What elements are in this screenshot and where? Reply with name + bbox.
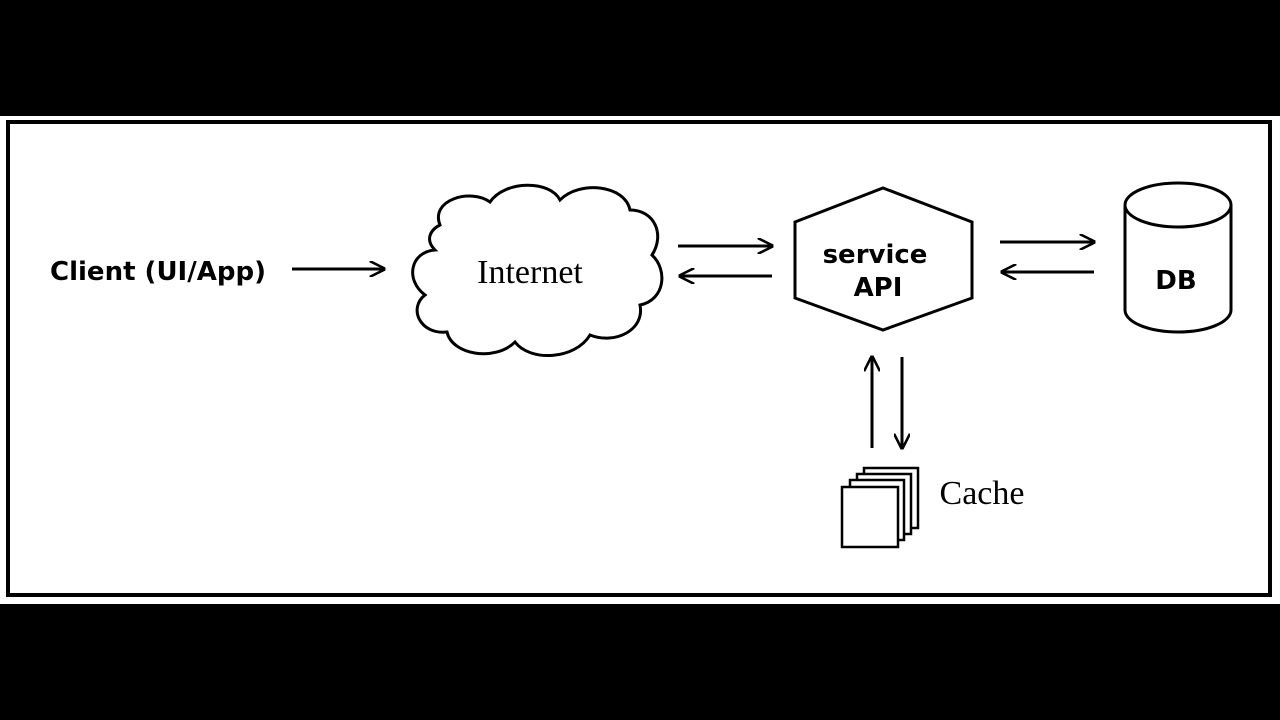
db-label: DB	[1155, 266, 1196, 296]
cache-label: Cache	[940, 475, 1025, 512]
service-api-hexagon	[793, 186, 974, 332]
internet-cloud-icon	[411, 183, 664, 357]
api-label: API	[854, 273, 903, 303]
diagram-border	[6, 120, 1272, 597]
service-label: service	[823, 240, 928, 270]
diagram-panel	[0, 116, 1280, 604]
client-label: Client (UI/App)	[50, 257, 266, 287]
cache-stack-icon	[840, 466, 920, 549]
database-cylinder-icon	[1123, 181, 1233, 334]
internet-label: Internet	[477, 254, 583, 291]
